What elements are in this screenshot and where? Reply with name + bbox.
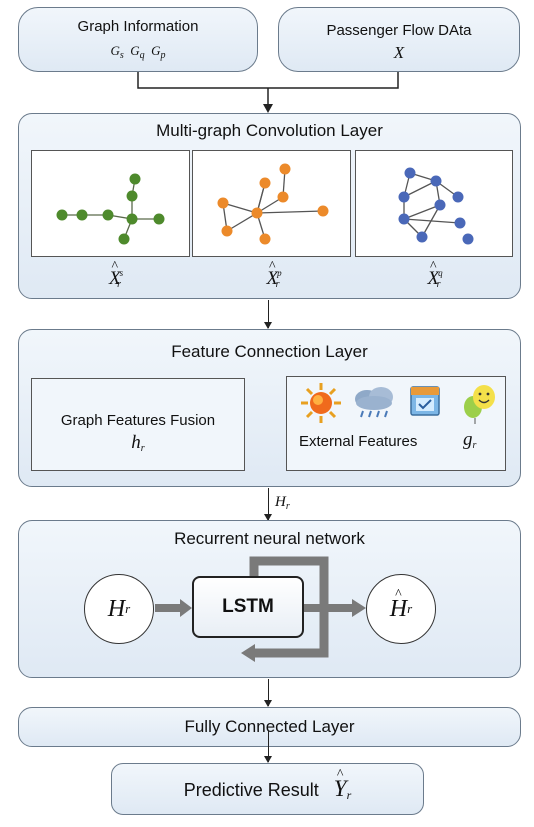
- graph-node: [317, 205, 329, 217]
- graph-node: [398, 191, 410, 203]
- rnn-input-symbol: H: [107, 595, 126, 622]
- output-h-hat-r-node: Hr: [366, 574, 436, 644]
- graph-panel-p: [192, 150, 351, 257]
- graph-node: [398, 213, 410, 225]
- top-connector: [137, 72, 399, 113]
- external-features-box: External Features gr: [286, 376, 506, 471]
- rnn-output-symbol: H: [390, 596, 407, 623]
- h-r-symbol: hr: [32, 432, 244, 454]
- graph-panel-s: [31, 150, 190, 257]
- graph-node: [434, 199, 446, 211]
- h-sub: r: [140, 443, 145, 454]
- fc-title: Fully Connected Layer: [184, 717, 355, 736]
- graph-node: [129, 173, 141, 185]
- h-link-sub: r: [285, 501, 290, 512]
- x-hat-q: X: [427, 268, 439, 290]
- passenger-flow-symbol: X: [393, 43, 405, 62]
- fully-connected-layer: Fully Connected Layer: [18, 707, 521, 747]
- fusion-label: Graph Features Fusion: [60, 412, 216, 429]
- predictive-result-box: Predictive Result Yr: [111, 763, 424, 815]
- graph-node: [416, 231, 428, 243]
- green-graph: [56, 173, 165, 245]
- h-symbol: h: [131, 432, 141, 453]
- y-hat-sub: r: [346, 788, 352, 802]
- g-sub: r: [472, 440, 477, 451]
- x-hat-q-sup: q: [438, 268, 443, 278]
- lstm-block: LSTM: [192, 576, 304, 638]
- graph-node: [217, 197, 229, 209]
- arrow-feature-to-rnn: [264, 488, 272, 521]
- graph-node: [462, 233, 474, 245]
- g-p-symbol: G: [151, 43, 161, 58]
- graph-node: [452, 191, 464, 203]
- g-symbol: g: [463, 429, 473, 450]
- y-hat-symbol: Y: [334, 776, 347, 802]
- graph-node: [279, 163, 291, 175]
- blue-graph: [398, 167, 474, 245]
- g-q-symbol: G: [130, 43, 140, 58]
- rnn-title: Recurrent neural network: [174, 529, 365, 548]
- x-hat-s: X: [109, 268, 121, 290]
- rain-cloud-icon: [355, 387, 393, 418]
- graph-node: [56, 209, 68, 221]
- graph-node: [126, 190, 138, 202]
- rnn-input-sub: r: [125, 601, 131, 616]
- sun-icon: [301, 383, 341, 423]
- x-hat-s-sup: s: [119, 268, 124, 278]
- arrow-conv-to-feature: [264, 300, 272, 329]
- x-hat-p: X: [266, 268, 278, 290]
- external-features-label: External Features: [299, 433, 418, 450]
- calendar-icon: [410, 386, 440, 416]
- g-r-symbol: gr: [463, 429, 476, 451]
- graph-node: [76, 209, 88, 221]
- passenger-flow-title: Passenger Flow DAta: [326, 22, 472, 39]
- x-hat-p-sup: p: [277, 268, 282, 278]
- h-r-link-label: Hr: [275, 494, 290, 512]
- graph-symbols: Gs Gq Gp: [19, 43, 257, 61]
- graph-node: [259, 233, 271, 245]
- conv-layer-title: Multi-graph Convolution Layer: [156, 121, 383, 140]
- predictive-result-line: Predictive Result Yr: [112, 776, 423, 803]
- graph-features-fusion-box: Graph Features Fusion hr: [31, 378, 245, 471]
- orange-graph: [217, 163, 329, 245]
- h-link-symbol: H: [275, 494, 286, 510]
- graph-node: [102, 209, 114, 221]
- graph-node: [277, 191, 289, 203]
- graph-node: [221, 225, 233, 237]
- graph-node: [259, 177, 271, 189]
- graph-node: [118, 233, 130, 245]
- arrow-fc-to-result: [264, 730, 272, 763]
- predictive-result-label: Predictive Result: [183, 780, 319, 800]
- g-p-sub: p: [160, 50, 166, 61]
- g-s-sub: s: [119, 50, 124, 61]
- graph-node: [251, 207, 263, 219]
- graph-node: [404, 167, 416, 179]
- graph-node: [153, 213, 165, 225]
- g-s-symbol: G: [110, 43, 120, 58]
- x-hat-q-label: Xqr: [414, 268, 454, 290]
- x-hat-p-label: Xpr: [253, 268, 293, 290]
- feature-layer-title: Feature Connection Layer: [171, 342, 368, 361]
- rnn-output-sub: r: [407, 601, 413, 616]
- graph-node: [454, 217, 466, 229]
- balloon-icon: [464, 385, 495, 424]
- g-q-sub: q: [139, 50, 145, 61]
- arrow-rnn-to-fc: [264, 679, 272, 707]
- graph-node: [126, 213, 138, 225]
- x-hat-s-label: Xsr: [95, 268, 135, 290]
- lstm-loop-arrows: [155, 556, 366, 662]
- passenger-flow-box: Passenger Flow DAta X: [278, 7, 520, 72]
- graph-information-title: Graph Information: [77, 18, 199, 35]
- graph-node: [430, 175, 442, 187]
- graph-panel-q: [355, 150, 513, 257]
- graph-information-box: Graph Information Gs Gq Gp: [18, 7, 258, 72]
